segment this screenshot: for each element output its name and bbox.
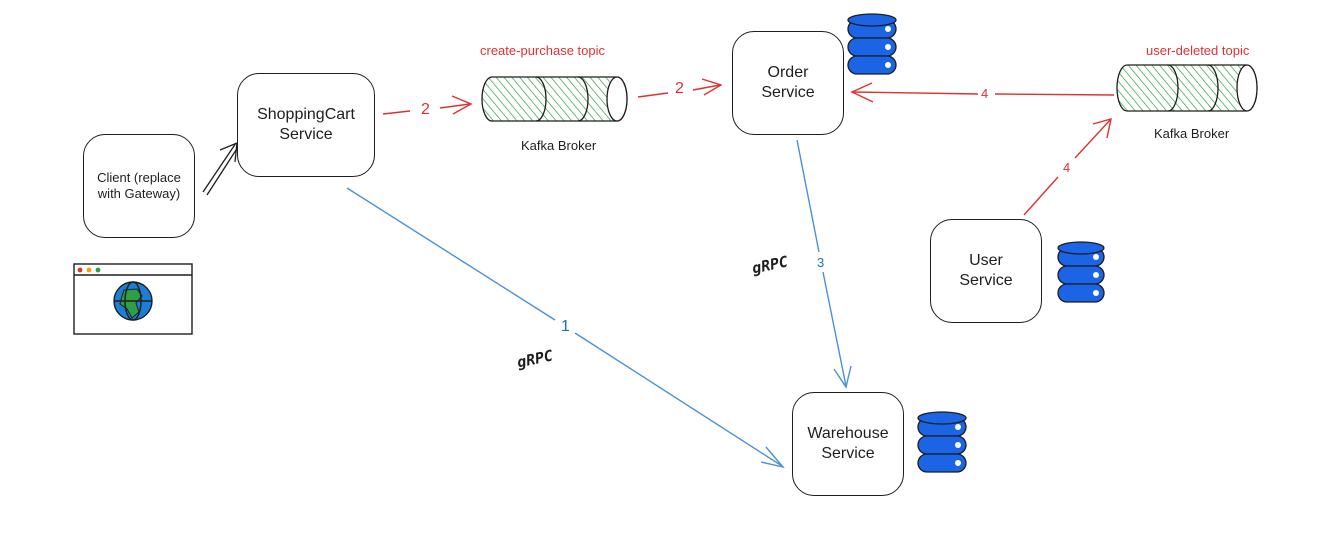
shopping-cart-service-node: ShoppingCart Service — [237, 73, 375, 177]
database-icon — [1057, 241, 1105, 303]
create-purchase-topic-label: create-purchase topic — [480, 43, 606, 58]
user-broker-to-order-arrow — [850, 82, 1115, 103]
client-node: Client (replace with Gateway) — [83, 134, 195, 238]
broker-to-order-arrow — [637, 78, 723, 98]
kafka-cylinder-icon — [481, 76, 628, 122]
order-service-node: Order Service — [732, 31, 844, 135]
client-to-cart-arrow — [202, 141, 239, 196]
user-service-node: User Service — [930, 219, 1042, 323]
edge-label: 2 — [675, 80, 684, 97]
edge-label: 3 — [817, 255, 825, 270]
kafka-broker-label: Kafka Broker — [521, 138, 597, 153]
shopping-cart-label: ShoppingCart Service — [257, 106, 355, 143]
cart-to-warehouse-arrow — [346, 187, 785, 469]
order-label: Order Service — [761, 64, 815, 101]
database-icon — [847, 13, 897, 75]
kafka-broker-label: Kafka Broker — [1154, 126, 1230, 141]
user-label: User Service — [959, 252, 1013, 289]
edge-label: 4 — [981, 86, 989, 101]
user-deleted-topic-label: user-deleted topic — [1146, 43, 1250, 58]
edge-label: 4 — [1063, 160, 1071, 175]
warehouse-label: Warehouse Service — [807, 425, 889, 462]
order-to-warehouse-arrow — [796, 139, 852, 389]
kafka-cylinder-icon — [1116, 64, 1258, 112]
browser-globe-icon — [73, 263, 193, 335]
user-to-broker-arrow — [1023, 118, 1112, 216]
edge-label: 1 — [561, 318, 570, 335]
warehouse-service-node: Warehouse Service — [792, 392, 904, 496]
database-icon — [917, 411, 967, 473]
client-label: Client (replace with Gateway) — [97, 169, 181, 201]
edge-label: 2 — [421, 101, 430, 118]
cart-to-broker-arrow — [382, 95, 473, 115]
